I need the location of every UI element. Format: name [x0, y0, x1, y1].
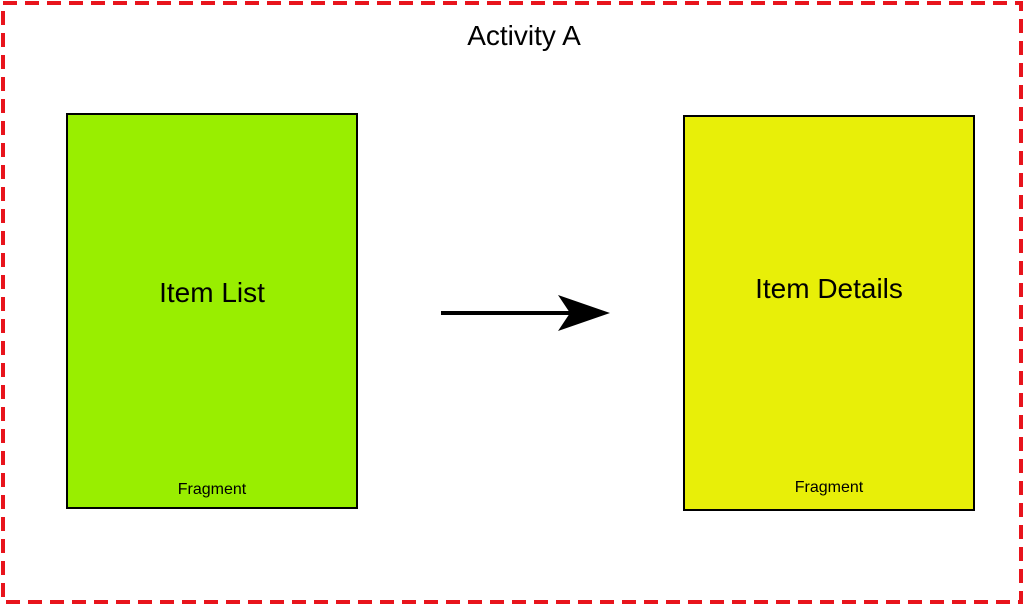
item-details-fragment: Item Details Fragment: [683, 115, 975, 511]
navigation-arrow: [441, 295, 610, 331]
item-details-title: Item Details: [755, 273, 903, 304]
activity-title: Activity A: [467, 20, 581, 51]
item-list-fragment-label: Fragment: [177, 481, 247, 498]
item-list-title: Item List: [159, 277, 265, 308]
item-list-fragment: Item List Fragment: [66, 113, 358, 509]
item-details-fragment-label: Fragment: [794, 479, 864, 496]
arrow-head: [558, 295, 610, 331]
